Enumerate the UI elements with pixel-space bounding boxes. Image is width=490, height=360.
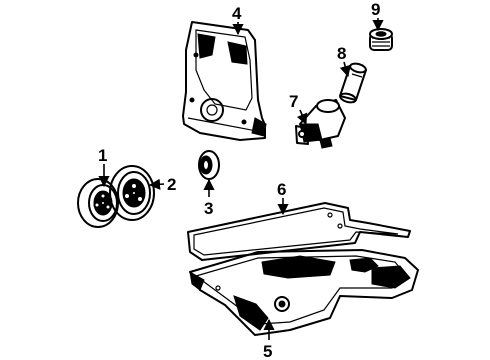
oil-pan-gasket: [187, 202, 411, 261]
callout-5: 5: [263, 342, 272, 360]
callout-4: 4: [232, 4, 242, 23]
crankshaft-seal: [198, 150, 220, 180]
callout-3: 3: [204, 199, 213, 218]
callout-2: 2: [167, 175, 176, 194]
oil-filter-housing: [295, 99, 346, 149]
callout-6: 6: [277, 180, 286, 199]
callout-9: 9: [371, 0, 380, 19]
callout-8: 8: [337, 44, 346, 63]
leader-2: [148, 178, 165, 190]
crankshaft-pulley: [77, 178, 119, 228]
vibration-damper: [109, 165, 155, 221]
oil-filter-element: [339, 62, 367, 104]
leader-8: [339, 61, 351, 78]
filler-cap: [369, 28, 393, 51]
callout-1: 1: [98, 146, 107, 165]
timing-cover: [182, 21, 267, 141]
oil-pan: [189, 249, 419, 336]
callout-7: 7: [289, 92, 298, 111]
leader-7: [296, 109, 308, 126]
